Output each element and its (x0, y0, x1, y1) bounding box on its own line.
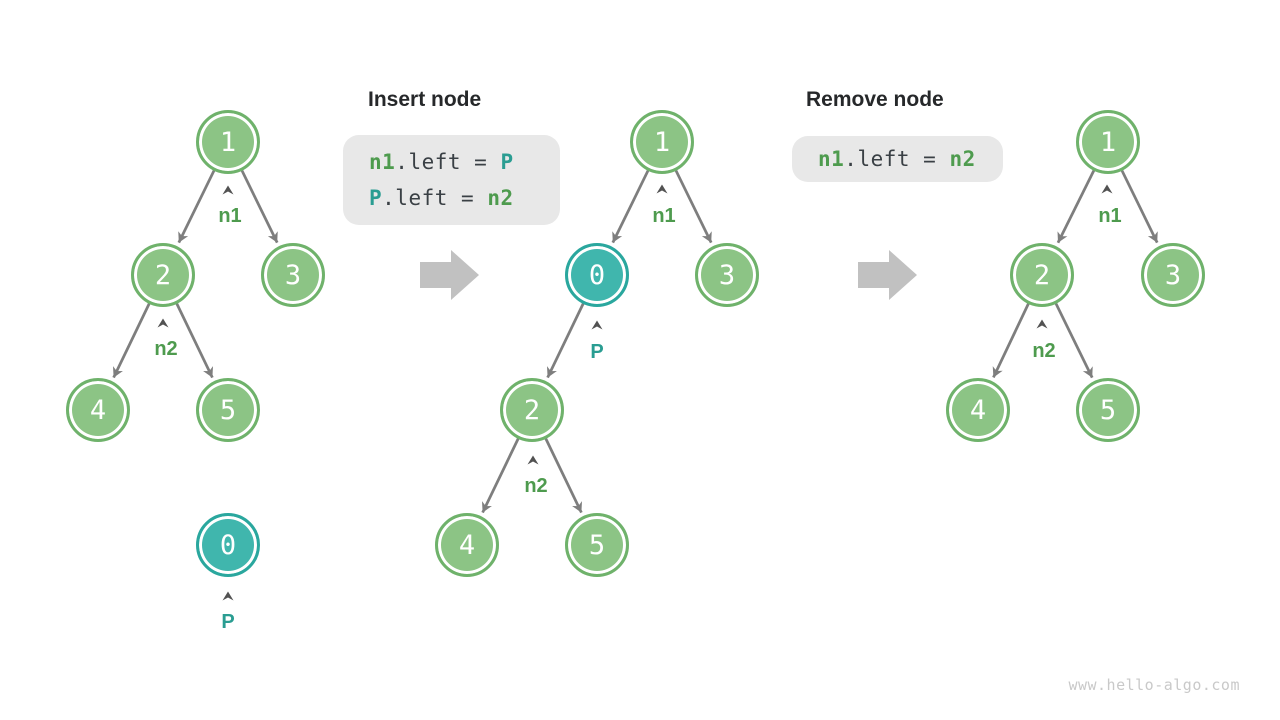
code-token: n2 (487, 186, 514, 210)
pointer-label-P: P (221, 611, 235, 633)
node-value: 3 (1164, 259, 1182, 291)
tree-node-3: 3 (695, 243, 759, 307)
tree-edge (174, 301, 214, 379)
remove-code-box: n1.left = n2 (792, 136, 1003, 182)
tree-node-0: 0 (565, 243, 629, 307)
tree-edge (177, 168, 217, 244)
tree-edge (481, 436, 521, 514)
tree-node-1: 1 (1076, 110, 1140, 174)
node-value: 5 (588, 529, 606, 561)
tree-node-1: 1 (630, 110, 694, 174)
tree-edge (673, 168, 713, 244)
code-token: .left = (395, 150, 501, 174)
code-line: n1.left = P (369, 144, 560, 180)
code-token: P (500, 150, 514, 174)
tree-node-4: 4 (946, 378, 1010, 442)
tree-node-2: 2 (1010, 243, 1074, 307)
code-token: n1 (369, 150, 396, 174)
pointer-caret-icon (527, 455, 539, 465)
tree-node-4: 4 (435, 513, 499, 577)
node-value: 4 (969, 394, 987, 426)
tree-node-3: 3 (1141, 243, 1205, 307)
pointer-label-n1: n1 (652, 205, 676, 227)
tree-node-5: 5 (196, 378, 260, 442)
node-value: 5 (219, 394, 237, 426)
tree-edge (543, 436, 583, 514)
tree-edge (112, 301, 152, 379)
tree-node-5: 5 (565, 513, 629, 577)
tree-edge (1056, 168, 1096, 244)
node-value: 4 (458, 529, 476, 561)
code-line: n1.left = n2 (818, 141, 1003, 177)
pointer-caret-icon (222, 591, 234, 601)
code-token: n2 (949, 147, 976, 171)
code-token: n1 (818, 147, 845, 171)
transition-arrow-icon (858, 250, 917, 300)
code-line: P.left = n2 (369, 180, 560, 216)
node-value: 0 (219, 529, 237, 561)
node-value: 3 (718, 259, 736, 291)
pointer-caret-icon (656, 184, 668, 194)
pointer-caret-icon (1101, 184, 1113, 194)
code-token: P (369, 186, 383, 210)
pointer-label-n2: n2 (1032, 340, 1056, 362)
pointer-label-n1: n1 (218, 205, 242, 227)
insert-node-title: Insert node (368, 88, 482, 111)
node-value: 1 (219, 126, 237, 158)
node-value: 0 (588, 259, 606, 291)
tree-node-4: 4 (66, 378, 130, 442)
node-value: 5 (1099, 394, 1117, 426)
pointer-label-n1: n1 (1098, 205, 1122, 227)
watermark-url: www.hello-algo.com (1068, 676, 1240, 694)
node-value: 1 (653, 126, 671, 158)
pointer-caret-icon (222, 185, 234, 195)
node-value: 4 (89, 394, 107, 426)
tree-edge (1119, 168, 1159, 244)
pointer-label-P: P (590, 341, 604, 363)
pointer-label-n2: n2 (154, 338, 178, 360)
node-value: 3 (284, 259, 302, 291)
code-token: .left = (382, 186, 488, 210)
node-value: 1 (1099, 126, 1117, 158)
tree-edge (992, 301, 1031, 379)
code-token: .left = (844, 147, 950, 171)
tree-edge (1053, 301, 1094, 379)
tree-edge (611, 168, 651, 244)
tree-node-3: 3 (261, 243, 325, 307)
pointer-caret-icon (1036, 319, 1048, 329)
tree-edge (546, 301, 586, 379)
tree-node-2: 2 (131, 243, 195, 307)
tree-node-2: 2 (500, 378, 564, 442)
tree-node-0: 0 (196, 513, 260, 577)
tree-node-1: 1 (196, 110, 260, 174)
node-value: 2 (154, 259, 172, 291)
tree-edge (239, 168, 279, 244)
pointer-caret-icon (591, 320, 603, 330)
tree-node-5: 5 (1076, 378, 1140, 442)
pointer-label-n2: n2 (524, 475, 548, 497)
node-value: 2 (523, 394, 541, 426)
remove-node-title: Remove node (806, 88, 944, 111)
node-value: 2 (1033, 259, 1051, 291)
pointer-caret-icon (157, 318, 169, 328)
transition-arrow-icon (420, 250, 479, 300)
